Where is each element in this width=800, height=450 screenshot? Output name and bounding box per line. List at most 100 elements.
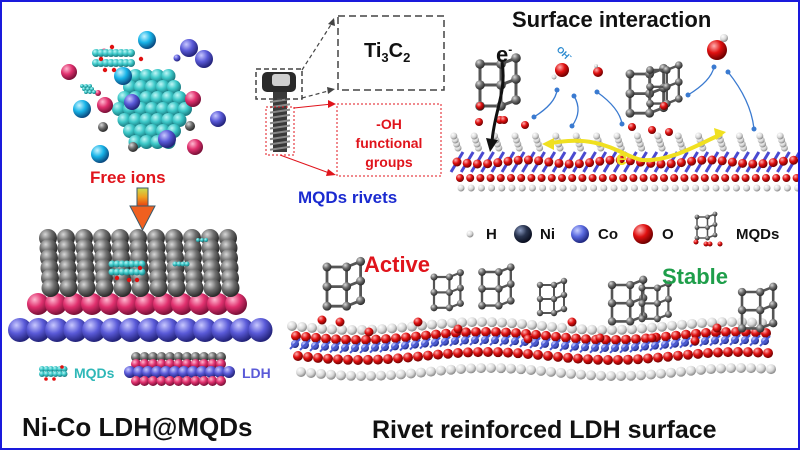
- hydrogen-atom: [416, 367, 426, 378]
- hydrogen-atom: [674, 132, 682, 140]
- surface-interaction-title: Surface interaction: [512, 7, 712, 32]
- oxygen-atom: [713, 347, 723, 358]
- oxygen-atom: [690, 174, 699, 182]
- mqd-carbon-atom: [478, 284, 486, 293]
- mqd-carbon-atom: [664, 310, 672, 318]
- hydrogen-atom: [593, 132, 601, 140]
- mqd-carbon-atom: [662, 82, 671, 91]
- ldh-gray-atom: [182, 352, 192, 362]
- mqd-carbon-atom: [536, 295, 544, 303]
- oxygen-atom: [707, 155, 717, 165]
- arrow-head: [619, 121, 625, 127]
- oxygen-atom: [621, 334, 631, 345]
- mqd-carbon-atom: [550, 309, 558, 317]
- oxygen-atom: [523, 155, 533, 165]
- hydrogen-atom: [736, 363, 746, 374]
- hydrogen-atom: [766, 364, 776, 375]
- oxygen: [138, 56, 144, 62]
- mqd-atom: [200, 238, 204, 242]
- mqd-carbon-atom: [430, 273, 438, 281]
- mqd-atom: [43, 371, 50, 377]
- hydrogen-atom: [607, 324, 617, 335]
- oxygen-atom: [683, 349, 693, 360]
- hydrogen-atom: [356, 370, 366, 381]
- oxygen-atom: [401, 332, 411, 343]
- oxygen-atom: [581, 334, 591, 345]
- ldh-gray-atom: [207, 352, 218, 362]
- mqd-carbon-atom: [705, 235, 710, 241]
- oxygen-atom: [431, 329, 441, 340]
- hydrogen-atom: [566, 368, 576, 379]
- rivet-reinforced-lattice: [287, 317, 776, 381]
- hydrogen-atom: [376, 370, 386, 381]
- ion: [61, 64, 77, 80]
- oxygen-atom: [753, 347, 763, 358]
- mqd-carbon-atom: [756, 287, 765, 297]
- oxygen-atom: [681, 329, 691, 340]
- oxygen-atom: [554, 158, 564, 168]
- ion: [173, 54, 181, 62]
- oxygen-atom: [758, 159, 768, 169]
- oxygen-atom: [553, 351, 563, 362]
- ion: [180, 39, 198, 57]
- mqd-carbon-atom: [494, 301, 503, 310]
- mqd-carbon-atom: [494, 284, 503, 293]
- ldh-gray-atom: [95, 279, 114, 297]
- mqd-atom: [127, 59, 135, 67]
- ldh-pink-atom: [148, 376, 158, 386]
- oxygen-atom: [527, 174, 536, 182]
- ldh-violet-atom: [169, 366, 181, 378]
- hydrogen-atom: [337, 324, 347, 335]
- oxygen-atom: [521, 121, 529, 129]
- oxygen-atom: [561, 332, 571, 343]
- oxygen-atom: [323, 353, 333, 364]
- hydrogen-atom: [600, 184, 608, 192]
- hydrogen-atom: [633, 132, 641, 140]
- ldh-violet-atom: [223, 366, 235, 378]
- teal-atom: [134, 124, 148, 138]
- hydrogen-atom: [531, 132, 539, 140]
- hydrogen-atom: [511, 132, 519, 140]
- oxygen-atom: [712, 323, 722, 333]
- hydrogen-atom: [450, 132, 458, 140]
- oxygen-atom: [619, 174, 628, 182]
- oxygen-atom: [441, 328, 451, 339]
- surface-mqd-clusters: [475, 34, 728, 136]
- hydrogen-atom: [572, 132, 580, 140]
- hydrogen-atom: [727, 317, 737, 328]
- hydrogen-atom: [577, 324, 587, 335]
- oxygen-atom: [676, 158, 686, 168]
- teal-atom: [112, 102, 126, 116]
- hydrogen-atom: [722, 184, 730, 192]
- mqd-carbon-atom: [694, 225, 700, 230]
- mqd-carbon-atom: [653, 299, 661, 307]
- active-label: Active: [364, 252, 431, 277]
- teal-atom: [139, 69, 154, 83]
- hydrogen-atom: [507, 318, 517, 329]
- legend-symbols: [466, 211, 723, 247]
- mqd-atom: [180, 261, 186, 267]
- oxygen-atom: [660, 102, 668, 110]
- oxygen-atom: [558, 174, 566, 182]
- oxygen-atom: [475, 118, 483, 126]
- oxygen: [60, 365, 64, 369]
- oxygen-atom: [660, 174, 668, 182]
- ldh-violet-atom: [119, 318, 143, 342]
- mqd-carbon-atom: [511, 53, 521, 63]
- mqd-carbon-atom: [756, 324, 765, 333]
- mqd-carbon-atom: [506, 280, 515, 288]
- ldh-pink-atom: [117, 293, 139, 315]
- stable-label: Stable: [662, 264, 729, 289]
- oxygen-atom: [648, 126, 656, 134]
- oxygen-atom: [551, 331, 561, 342]
- hydrogen-atom: [307, 322, 317, 333]
- oxygen-atom: [381, 334, 391, 345]
- hydrogen-atom: [756, 132, 764, 140]
- electron-label: e-: [496, 42, 513, 67]
- hydrogen-atom: [406, 368, 416, 379]
- oxygen-atom: [503, 156, 513, 166]
- water-hydrogen: [594, 64, 598, 68]
- mqd-carbon-atom: [506, 296, 515, 305]
- ldh-violet-atom: [230, 318, 254, 342]
- mqd-carbon-atom: [607, 317, 617, 326]
